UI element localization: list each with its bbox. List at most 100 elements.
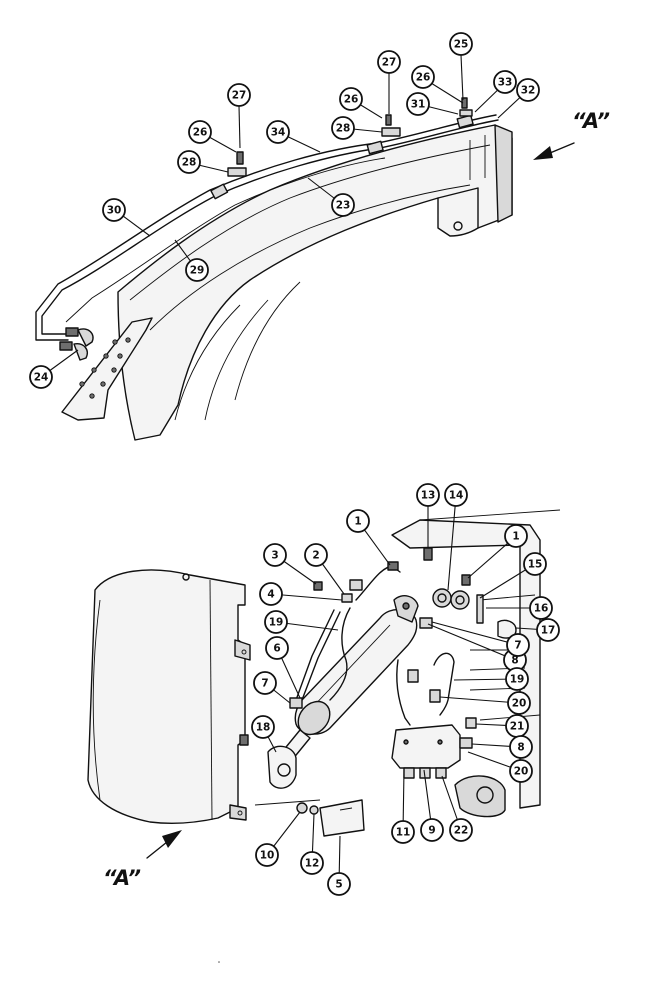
bottom-callout-7: 7 <box>253 671 277 695</box>
bottom-callout-21: 21 <box>505 714 529 738</box>
callout-number: 12 <box>305 858 320 870</box>
top-callout-32: 32 <box>516 78 540 102</box>
top-callout-26: 26 <box>411 65 435 89</box>
pivot-plate <box>423 547 517 639</box>
callout-circle <box>177 150 201 174</box>
callout-number: 26 <box>416 72 431 84</box>
callout-number: 33 <box>498 77 513 89</box>
callout-number: 4 <box>267 589 274 601</box>
callout-number: 23 <box>336 200 351 212</box>
callout-number: 1 <box>354 516 361 528</box>
callout-number: 8 <box>511 655 518 667</box>
bottom-callout-7: 7 <box>506 633 530 657</box>
bottom-callout-20: 20 <box>507 691 531 715</box>
callout-circle <box>29 365 53 389</box>
callout-circle <box>253 671 277 695</box>
callout-number: 3 <box>271 550 278 562</box>
callout-number: 5 <box>335 879 342 891</box>
bottom-callout-14: 14 <box>444 483 468 507</box>
top-callout-30: 30 <box>102 198 126 222</box>
callout-circle <box>420 818 444 842</box>
top-callout-33: 33 <box>493 70 517 94</box>
callout-circle <box>416 483 440 507</box>
bottom-callout-2: 2 <box>304 543 328 567</box>
callout-circle <box>266 120 290 144</box>
callout-number: 7 <box>261 678 268 690</box>
callout-circle <box>304 543 328 567</box>
callout-number: 32 <box>521 85 536 97</box>
valve-block <box>391 717 477 779</box>
boom-arm <box>117 124 513 441</box>
callout-circle <box>506 633 530 657</box>
callout-number: 8 <box>517 742 524 754</box>
bottom-callout-19: 19 <box>505 667 529 691</box>
callout-number: 6 <box>273 643 280 655</box>
callout-circle <box>529 596 553 620</box>
callout-number: 18 <box>256 722 271 734</box>
callout-number: 10 <box>260 850 275 862</box>
callout-circle <box>493 70 517 94</box>
callout-circle <box>444 483 468 507</box>
callout-circle <box>327 872 351 896</box>
callout-number: 24 <box>34 372 49 384</box>
top-callout-34: 34 <box>266 120 290 144</box>
callout-number: 11 <box>396 827 411 839</box>
callout-circle <box>509 735 533 759</box>
bottom-callout-17: 17 <box>536 618 560 642</box>
bottom-callout-9: 9 <box>420 818 444 842</box>
callout-number: 14 <box>449 490 464 502</box>
bottom-callout-20: 20 <box>509 759 533 783</box>
hydraulic-tubes <box>35 114 499 361</box>
callout-circle <box>331 116 355 140</box>
hydraulic-cylinder <box>267 595 419 789</box>
callout-circle <box>346 509 370 533</box>
callout-number: 15 <box>528 559 543 571</box>
callout-number: 34 <box>271 127 286 139</box>
callout-circle <box>516 78 540 102</box>
bottom-callout-19: 19 <box>264 610 288 634</box>
top-callout-29: 29 <box>185 258 209 282</box>
bracket <box>254 799 365 837</box>
callout-number: 30 <box>107 205 122 217</box>
bottom-callout-6: 6 <box>265 636 289 660</box>
view-label-a-bottom: “A” <box>103 866 141 890</box>
bottom-callout-4: 4 <box>259 582 283 606</box>
callout-circle <box>507 691 531 715</box>
view-label-a-top: “A” <box>572 109 610 133</box>
hydraulic-hoses <box>289 561 455 726</box>
callout-number: 19 <box>510 674 525 686</box>
bottom-callout-15: 15 <box>523 552 547 576</box>
top-callout-27: 27 <box>377 50 401 74</box>
callout-circle <box>259 582 283 606</box>
callout-circle <box>185 258 209 282</box>
callout-number: 20 <box>514 766 529 778</box>
callout-number: 7 <box>514 640 521 652</box>
top-callout-28: 28 <box>177 150 201 174</box>
top-callout-28: 28 <box>331 116 355 140</box>
bottom-callout-1: 1 <box>346 509 370 533</box>
callout-number: 17 <box>541 625 556 637</box>
callout-circle <box>188 120 212 144</box>
top-callout-25: 25 <box>449 32 473 56</box>
callout-number: 19 <box>269 617 284 629</box>
callout-circle <box>263 543 287 567</box>
bottom-callout-13: 13 <box>416 483 440 507</box>
bottom-callout-5: 5 <box>327 872 351 896</box>
callout-circle <box>536 618 560 642</box>
bottom-callout-22: 22 <box>449 818 473 842</box>
callout-circle <box>102 198 126 222</box>
callout-number: 31 <box>411 99 426 111</box>
callout-number: 13 <box>421 490 436 502</box>
mounting-plate <box>61 317 153 421</box>
bottom-callout-16: 16 <box>529 596 553 620</box>
top-callout-27: 27 <box>227 83 251 107</box>
top-callout-24: 24 <box>29 365 53 389</box>
callout-circle <box>339 87 363 111</box>
callout-number: 26 <box>344 94 359 106</box>
callout-circle <box>449 818 473 842</box>
callout-number: 16 <box>534 603 549 615</box>
bottom-callout-8: 8 <box>509 735 533 759</box>
